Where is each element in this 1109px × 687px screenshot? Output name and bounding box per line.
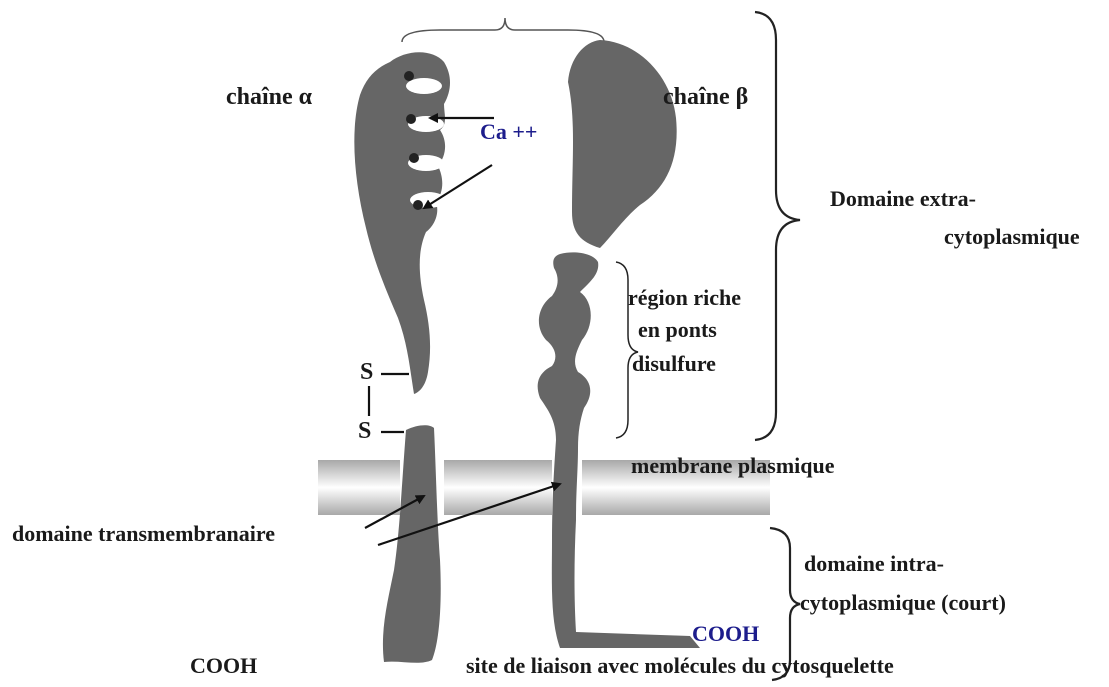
extracellular-brace (755, 12, 800, 440)
membrane-segment-left (318, 460, 400, 515)
alpha-cooh-label: COOH (190, 653, 257, 679)
extracellular-label-line1: Domaine extra- (830, 186, 976, 212)
transmembrane-domain-label: domaine transmembranaire (12, 521, 275, 547)
beta-chain-head (568, 40, 677, 248)
cytoskeleton-binding-site-label: site de liaison avec molécules du cytosq… (466, 653, 894, 679)
beta-cooh-label: COOH (692, 621, 759, 647)
beta-chain-label: chaîne β (663, 84, 748, 111)
calcium-label: Ca ++ (480, 119, 537, 145)
disulfide-region-label-line1: région riche (628, 285, 741, 311)
top-brace (402, 18, 604, 42)
disulfide-region-label-line3: disulfure (632, 351, 716, 377)
sulfur-label-top: S (360, 359, 373, 386)
intracellular-label-line2: cytoplasmique (court) (800, 590, 1006, 616)
disulfide-bond (369, 374, 409, 432)
disulfide-region-label-line2: en ponts (638, 317, 717, 343)
alpha-chain-head (354, 52, 450, 394)
alpha-chain-label: chaîne α (226, 84, 312, 111)
beta-chain-stalk (538, 252, 700, 648)
sulfur-label-bottom: S (358, 418, 371, 445)
intracellular-label-line1: domaine intra- (804, 551, 944, 577)
membrane-label: membrane plasmique (631, 453, 835, 479)
extracellular-label-line2: cytoplasmique (944, 224, 1080, 250)
membrane-segment-middle (444, 460, 552, 515)
